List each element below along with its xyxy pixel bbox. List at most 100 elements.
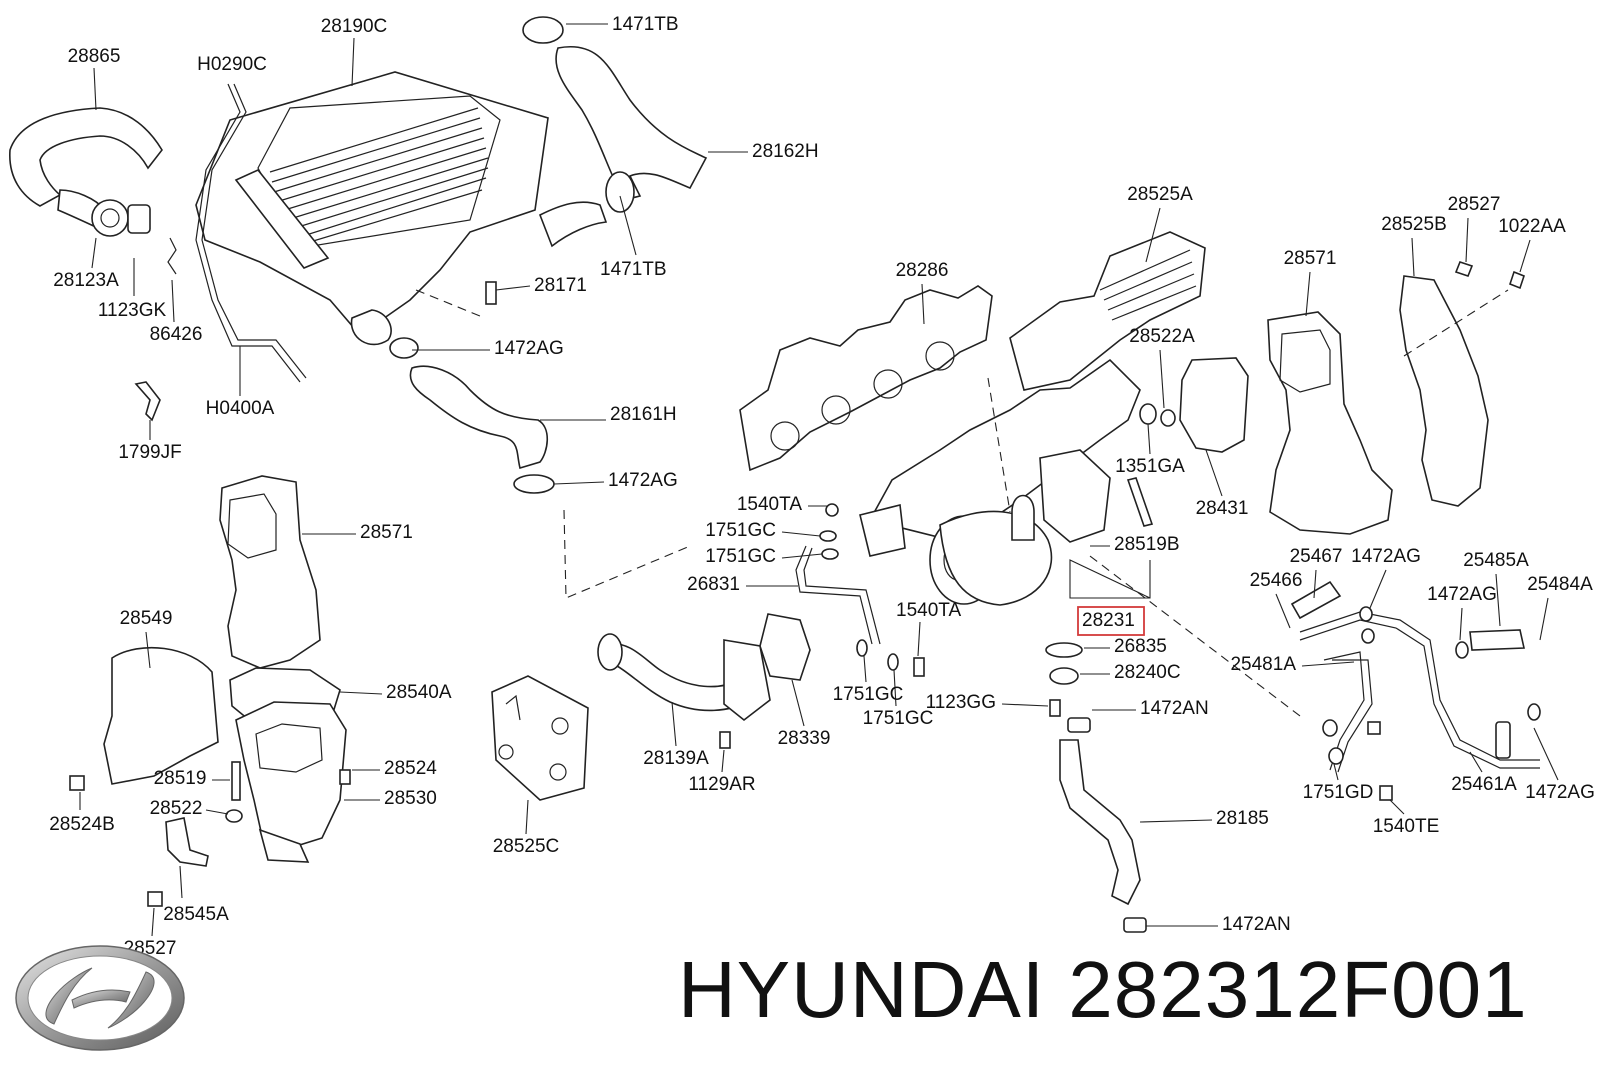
callout-25461a: 25461A	[1451, 774, 1517, 795]
heat-shield-28525A	[1009, 231, 1206, 391]
leader-line-28527	[151, 907, 155, 937]
callout-1472ag: 1472AG	[1525, 782, 1595, 803]
oil-feed-pipe-26831-b	[803, 547, 881, 645]
callout-1472an: 1472AN	[1140, 698, 1209, 719]
callout-28339: 28339	[778, 728, 831, 749]
leader-line-28865	[93, 67, 97, 111]
callout-86426: 86426	[150, 324, 203, 345]
coolant-pipes-25461A	[1290, 580, 1540, 773]
callout-28571: 28571	[1284, 248, 1337, 269]
leader-line-28549	[145, 631, 151, 669]
bracket-28525C	[491, 675, 589, 801]
callout-28161h: 28161H	[610, 404, 677, 425]
fasteners	[69, 261, 1541, 907]
callout-28524: 28524	[384, 758, 437, 779]
leader-line-25485a	[1495, 573, 1501, 627]
callout-25484a: 25484A	[1527, 574, 1593, 595]
callout-1799jf: 1799JF	[118, 442, 181, 463]
leader-line-28545a	[179, 865, 183, 899]
callout-25467: 25467	[1290, 546, 1343, 567]
callout-1129ar: 1129AR	[688, 774, 755, 795]
leader-line-28339	[791, 679, 805, 727]
leader-line-1351ga	[1147, 423, 1151, 455]
leader-line-86426	[171, 279, 175, 323]
callout-1472ag: 1472AG	[1427, 584, 1497, 605]
callout-1022aa: 1022AA	[1498, 216, 1566, 237]
bracket-28545A	[165, 817, 209, 867]
callout-28431: 28431	[1196, 498, 1249, 519]
leader-line-28171	[495, 285, 531, 291]
callout-1471tb: 1471TB	[600, 259, 667, 280]
callout-28549: 28549	[120, 608, 173, 629]
callout-28185: 28185	[1216, 808, 1269, 829]
callout-1751gc: 1751GC	[705, 520, 776, 541]
leader-line-28190c	[351, 37, 355, 87]
callout-25485a: 25485A	[1463, 550, 1529, 571]
leader-line-25461a	[1469, 751, 1483, 773]
callout-1751gc: 1751GC	[705, 546, 776, 567]
callout-1472ag: 1472AG	[1351, 546, 1421, 567]
leader-line-1751gc	[781, 553, 823, 559]
leader-line-28139a	[671, 701, 677, 747]
leader-line-1751gc	[781, 531, 821, 537]
leader-line-28522a	[1159, 349, 1165, 409]
elbow-28571-upper	[1267, 311, 1393, 535]
callout-28139a: 28139A	[643, 748, 709, 769]
callout-1751gc: 1751GC	[863, 708, 934, 729]
callout-28540a: 28540A	[386, 682, 452, 703]
callout-h0290c: H0290C	[197, 54, 267, 75]
leader-line-1472ag	[1459, 607, 1463, 641]
callout-1471tb: 1471TB	[612, 14, 679, 35]
callout-28231: 28231	[1082, 610, 1135, 631]
leader-line-28527	[1465, 217, 1469, 263]
oil-feed-pipe-26831	[795, 545, 873, 645]
callout-25466: 25466	[1250, 570, 1303, 591]
hose-28162H	[522, 16, 708, 213]
leader-line-1540ta	[917, 621, 921, 657]
leader-line-28522	[205, 809, 229, 815]
pipe-28139A	[597, 633, 771, 722]
callout-28162h: 28162H	[752, 141, 819, 162]
callout-1540ta: 1540TA	[737, 494, 802, 515]
callout-labels: 28865 H0290C 28190C 1471TB 28162H 1471TB 28123…	[49, 14, 1595, 959]
leader-line-1751gc	[863, 655, 867, 683]
hyundai-logo-icon	[15, 945, 185, 1051]
hose-28161H	[389, 337, 555, 494]
callout-28525c: 28525C	[493, 836, 560, 857]
turbocharger-28231	[859, 358, 1141, 606]
leader-lines	[79, 23, 1559, 937]
callout-28865: 28865	[68, 46, 121, 67]
leader-line-25466	[1275, 593, 1291, 629]
heat-shield-28549	[103, 646, 219, 785]
gasket-28339	[759, 613, 811, 681]
leader-line-28525c	[525, 799, 529, 835]
callout-28123a: 28123A	[53, 270, 119, 291]
leader-line-25481a	[1301, 661, 1355, 667]
callout-28545a: 28545A	[163, 904, 229, 925]
leader-line-28525b	[1411, 237, 1415, 277]
clip-86426	[167, 237, 177, 275]
callout-1351ga: 1351GA	[1115, 456, 1185, 477]
callout-28190c: 28190C	[321, 16, 388, 37]
callout-1472ag: 1472AG	[608, 470, 678, 491]
leader-line-1472ag	[1533, 727, 1559, 781]
callout-1540te: 1540TE	[1373, 816, 1440, 837]
callout-28525b: 28525B	[1381, 214, 1447, 235]
callout-28519b: 28519B	[1114, 534, 1180, 555]
elbow-28571-lower	[219, 475, 321, 669]
gasket-28286	[739, 285, 993, 472]
leader-line-25484a	[1539, 597, 1549, 641]
brand-part-title: HYUNDAI 282312F001	[678, 950, 1528, 1030]
callout-28522a: 28522A	[1129, 326, 1195, 347]
leader-line-1751gd	[1333, 763, 1339, 781]
clip-1799JF	[134, 381, 161, 422]
leader-line-1471tb	[619, 195, 637, 256]
vacuum-hose-H0290C-b	[201, 83, 307, 379]
leader-line-28286	[921, 283, 925, 325]
gasket-28431	[1179, 357, 1249, 453]
leader-line-28431	[1205, 449, 1223, 497]
callout-1123gg: 1123GG	[926, 692, 996, 713]
leader-line-1022aa	[1519, 239, 1531, 273]
intercooler-28190C	[195, 71, 608, 346]
